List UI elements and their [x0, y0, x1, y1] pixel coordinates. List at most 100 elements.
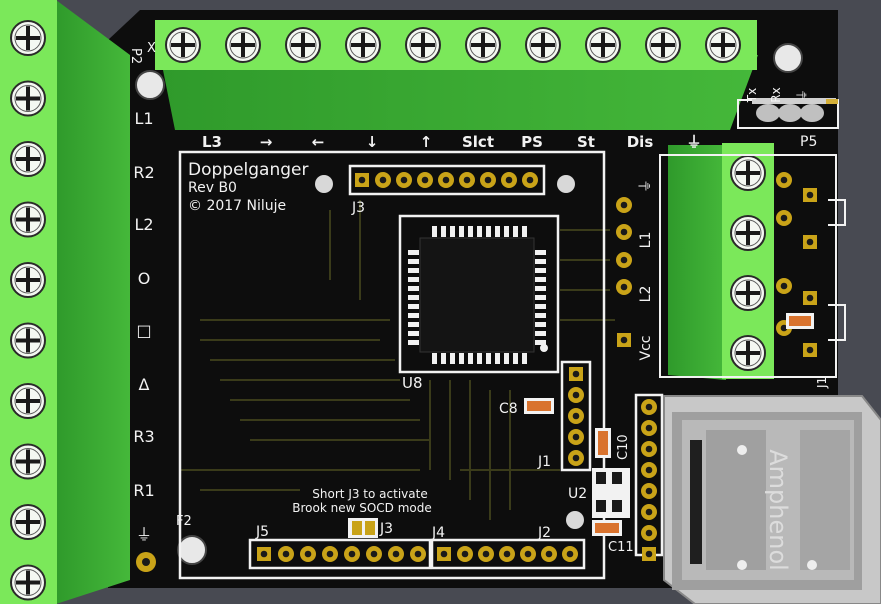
small-hole — [315, 175, 333, 193]
header-pin — [641, 399, 657, 415]
top-label: Dis — [627, 133, 654, 151]
top-label: ↓ — [366, 133, 379, 151]
screw-terminal-icon — [730, 155, 766, 191]
header-pin — [396, 172, 412, 188]
header-pin — [641, 441, 657, 457]
top-label: St — [577, 133, 595, 151]
header-pin — [278, 546, 294, 562]
screw-terminal-icon — [165, 27, 201, 63]
uart-label: Rx — [769, 87, 783, 102]
top-label: ⏚ — [686, 133, 701, 151]
ref-j3-top: J3 — [351, 200, 365, 216]
u8-outline — [398, 214, 560, 374]
left-label: O — [138, 269, 151, 288]
header-pin — [344, 546, 360, 562]
ref-c11: C11 — [608, 540, 634, 555]
top-label: PS — [521, 133, 543, 151]
c10-capacitor — [595, 428, 611, 458]
ref-u8: U8 — [402, 374, 423, 392]
screw-terminal-icon — [730, 215, 766, 251]
screw-terminal-icon — [730, 275, 766, 311]
header-pin — [499, 546, 515, 562]
header-pin — [568, 408, 584, 424]
screw-terminal-icon — [10, 504, 46, 540]
screw-terminal-icon — [585, 27, 621, 63]
header-pin — [617, 333, 631, 347]
copper-traces — [180, 200, 615, 520]
board-title: Doppelganger — [188, 160, 308, 180]
screw-terminal-icon — [10, 262, 46, 298]
rj45-connector: Amphenol — [663, 395, 881, 604]
daughterboard-outline — [178, 150, 606, 580]
u8-chip — [408, 226, 548, 364]
header-pin — [355, 173, 369, 187]
ref-j3-jumper: J3 — [379, 521, 393, 537]
header-pin — [568, 450, 584, 466]
right-terminal-block — [668, 143, 774, 380]
right-label: Vcc — [638, 336, 654, 361]
left-terminal-block — [0, 0, 130, 604]
header-pin — [803, 291, 817, 305]
left-label: L2 — [134, 215, 153, 234]
top-terminal-block — [155, 20, 758, 130]
ref-c8: C8 — [499, 401, 518, 417]
header-pin — [616, 252, 632, 268]
mounting-hole — [773, 43, 803, 73]
screw-terminal-icon — [10, 564, 46, 601]
header-pin — [803, 188, 817, 202]
left-label: R2 — [133, 163, 154, 182]
left-label: R3 — [133, 427, 154, 446]
j3-jumper — [348, 518, 378, 538]
mounting-hole — [177, 535, 207, 565]
header-pin — [616, 279, 632, 295]
ref-j1: J1 — [537, 454, 551, 470]
header-pin — [522, 172, 538, 188]
left-label: ⏚ — [136, 525, 152, 544]
board-copyright: © 2017 Niluje — [188, 198, 286, 214]
ref-p5: P5 — [800, 134, 817, 150]
header-pin — [803, 235, 817, 249]
header-pin — [459, 172, 475, 188]
ref-c10: C10 — [616, 434, 631, 460]
screw-terminal-icon — [465, 27, 501, 63]
header-pin — [480, 172, 496, 188]
header-pin — [366, 546, 382, 562]
top-label: ← — [312, 133, 325, 151]
screw-terminal-icon — [345, 27, 381, 63]
right-label: L1 — [638, 232, 654, 249]
r-resistor — [786, 313, 814, 329]
header-pin — [388, 546, 404, 562]
socd-note-line1: Short J3 to activate — [312, 487, 427, 501]
header-pin — [375, 172, 391, 188]
ref-j1-side: J1 — [815, 377, 829, 389]
header-pin — [616, 224, 632, 240]
header-pin — [417, 172, 433, 188]
header-pin — [501, 172, 517, 188]
left-label: □ — [136, 321, 151, 340]
header-pin — [803, 343, 817, 357]
header-pin — [776, 210, 792, 226]
screw-terminal-icon — [10, 322, 46, 359]
ref-j4: J4 — [431, 525, 445, 541]
header-pin — [569, 367, 583, 381]
j5-header-outline — [248, 538, 432, 570]
header-pin — [257, 547, 271, 561]
screw-terminal-icon — [10, 141, 46, 177]
uart-label: Tx — [745, 88, 759, 103]
header-pin — [568, 429, 584, 445]
screw-terminal-icon — [10, 443, 46, 480]
header-pin — [641, 462, 657, 478]
socd-note-line2: Brook new SOCD mode — [292, 501, 432, 515]
left-label: Δ — [139, 375, 150, 394]
header-pin — [300, 546, 316, 562]
right-label: L2 — [638, 286, 654, 303]
p5-uart-header — [737, 98, 839, 129]
small-hole — [566, 511, 584, 529]
top-label: Slct — [462, 133, 494, 151]
top-label: ↑ — [420, 133, 433, 151]
right-label: ⏚ — [638, 179, 654, 193]
screw-terminal-icon — [525, 27, 561, 63]
header-pin — [776, 172, 792, 188]
header-pin — [438, 172, 454, 188]
